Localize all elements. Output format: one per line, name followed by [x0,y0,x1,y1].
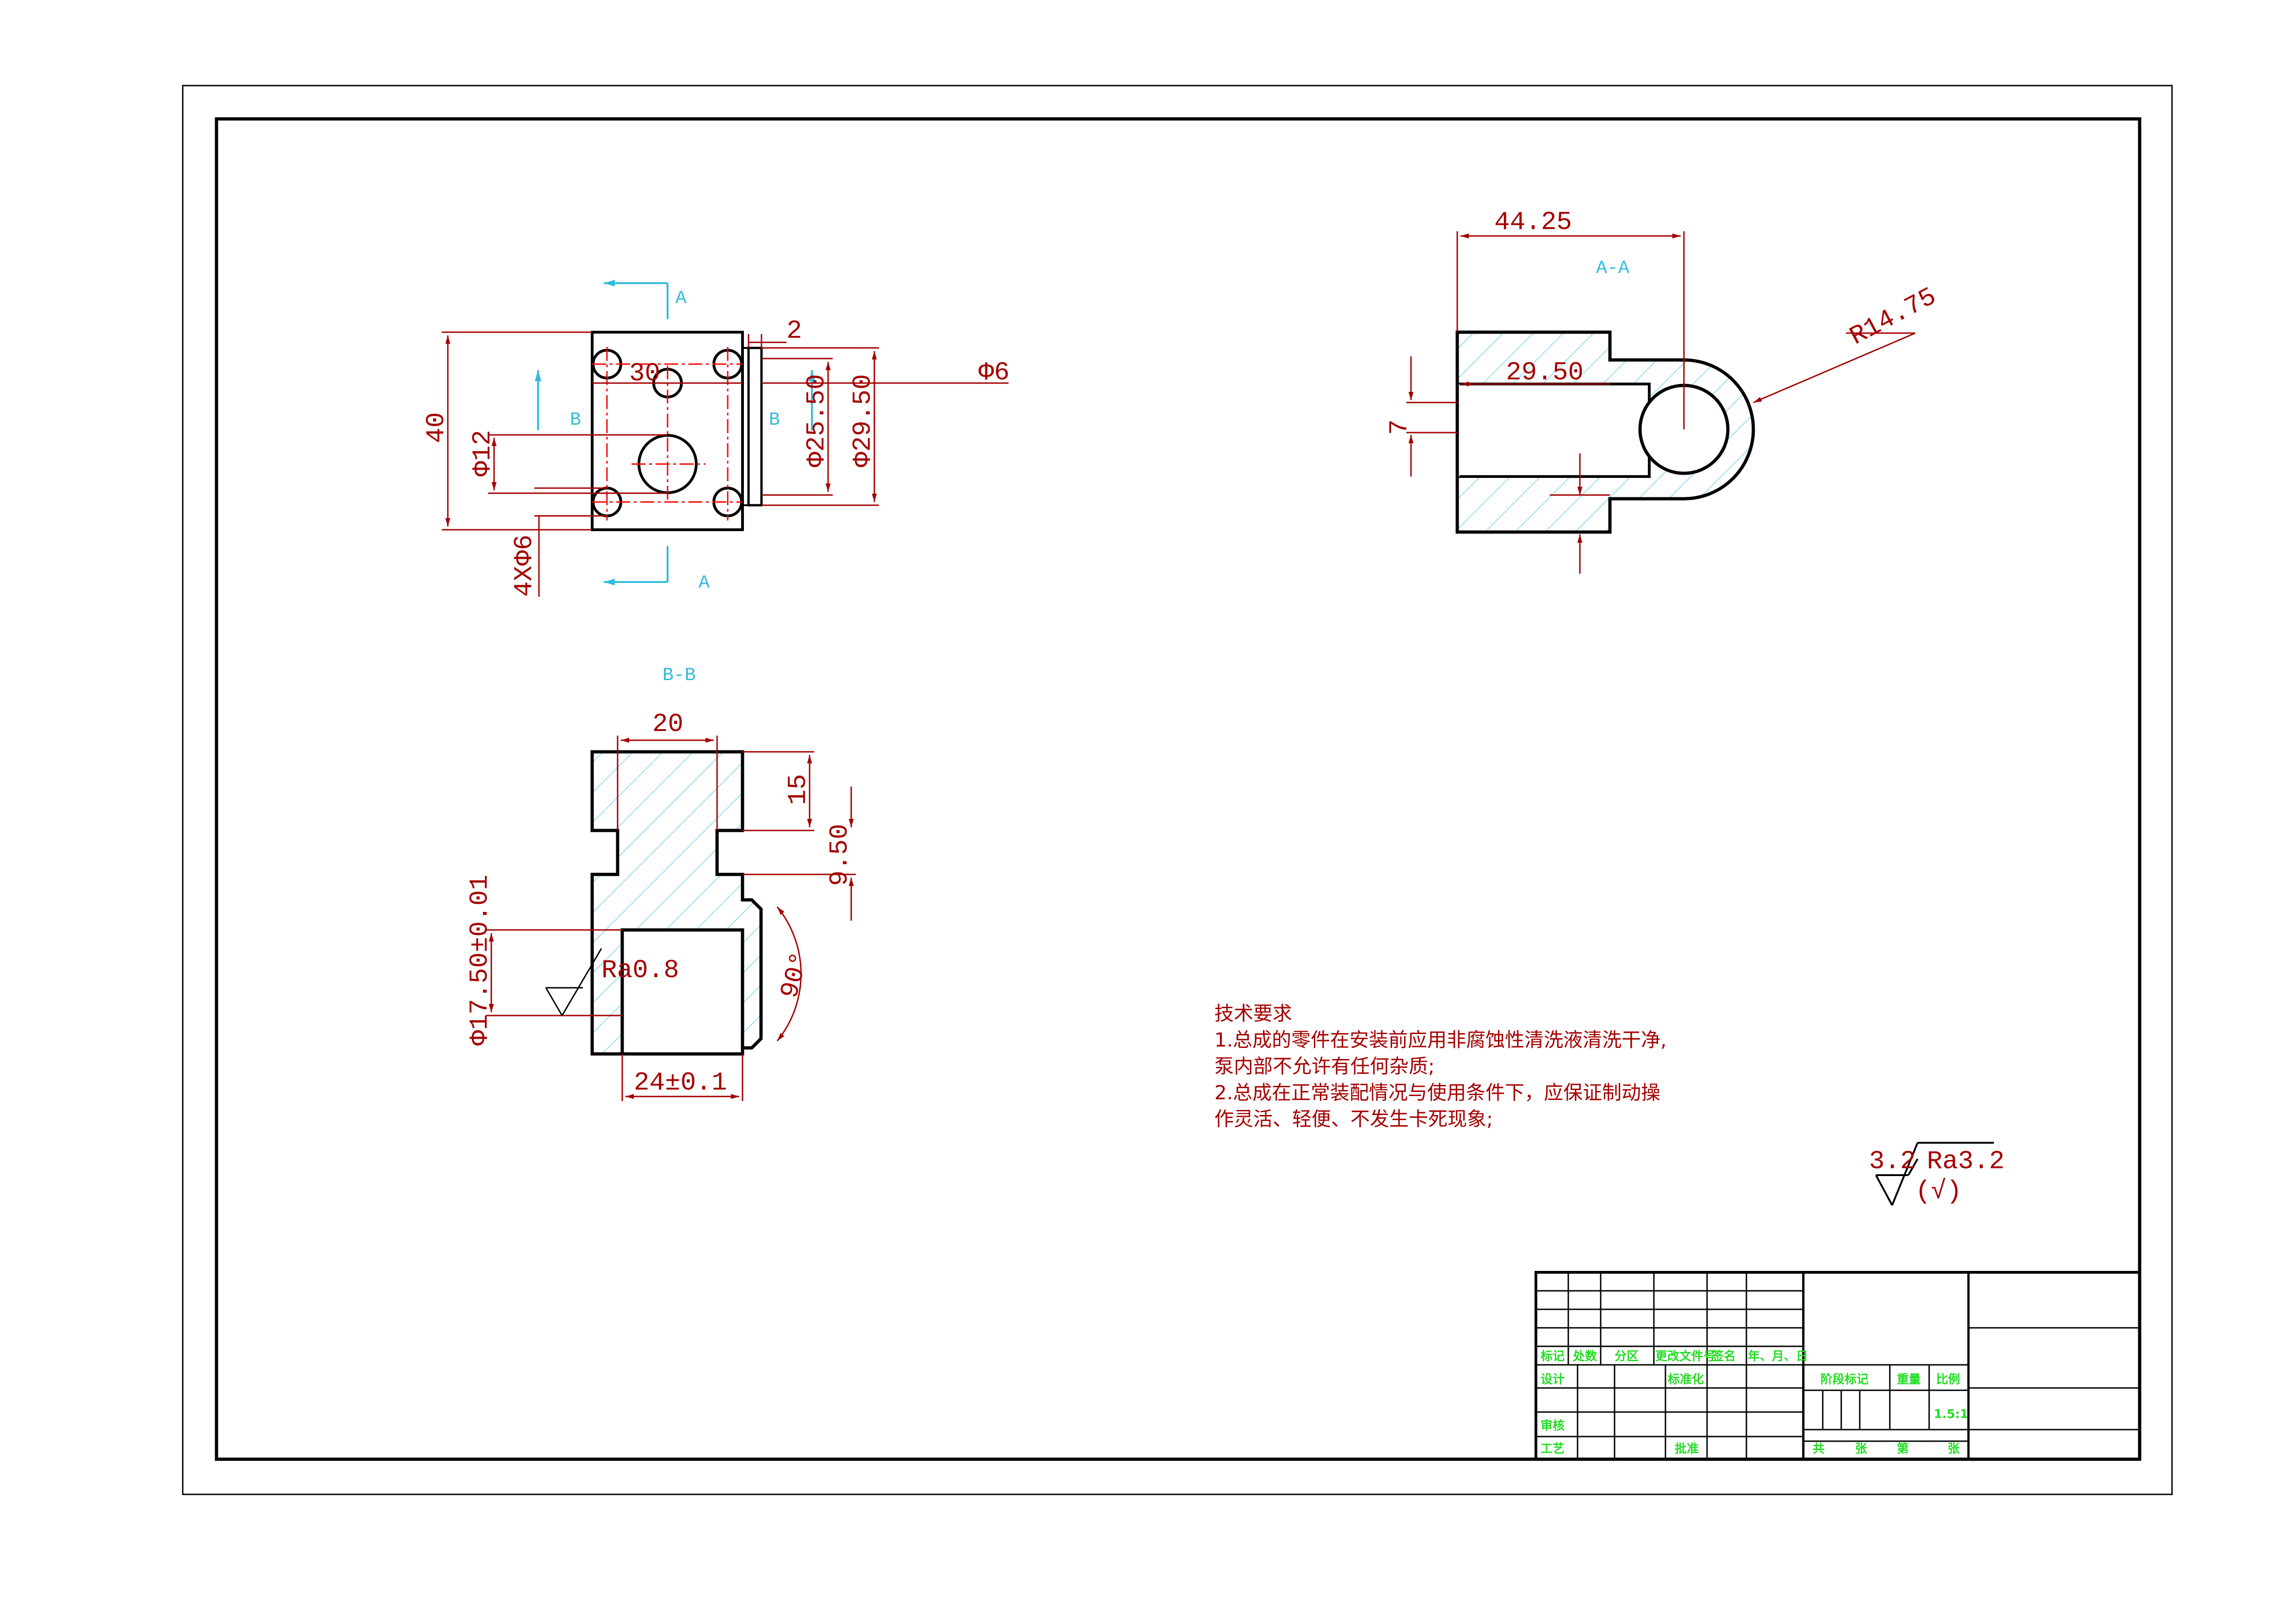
section-mark-a-bottom: A [699,573,710,594]
tech-heading: 技术要求 [1214,1002,1292,1025]
surface-finish-symbol: 3.2 Ra3.2 (√) [1869,1142,2005,1206]
tb-zone: 分区 [1615,1350,1639,1363]
dim-4xphi6: 4XΦ6 [509,535,539,597]
tb-scale-value: 1.5:1 [1934,1407,1968,1421]
tb-change-doc: 更改文件号 [1655,1349,1715,1363]
front-flange [747,347,763,507]
dim-phi25-50: Φ25.50 [802,374,831,467]
tb-stage-mark: 阶段标记 [1820,1372,1869,1387]
surface-finish-other: (√) [1915,1177,1962,1206]
tech-line-2: 泵内部不允许有任何杂质; [1214,1055,1435,1078]
section-bb: B-B [465,665,856,1101]
section-aa-slot [1457,383,1651,478]
tb-sheets-2: 张 [1948,1442,1960,1456]
dim-phi12: Φ12 [468,430,497,477]
dim-7: 7 [1385,419,1414,435]
section-aa: A-A 44.25 29.50 7 R14.75 [1385,207,1941,574]
tb-standardize: 标准化 [1668,1373,1704,1387]
tech-line-4: 作灵活、轻便、不发生卡死现象; [1214,1108,1493,1130]
section-mark-b-left: B [570,410,581,431]
title-block [1535,1271,2141,1461]
inner-frame [215,117,2141,1461]
tb-process: 工艺 [1541,1442,1565,1456]
dim-20: 20 [652,709,683,739]
dim-2: 2 [786,316,802,346]
section-mark-a-top: A [675,288,687,309]
tb-approve: 批准 [1675,1442,1699,1456]
technical-requirements: 技术要求 1.总成的零件在安装前应用非腐蚀性清洗液清洗干净, 泵内部不允许有任何… [1214,1002,1666,1130]
tb-weight: 重量 [1897,1373,1921,1387]
dim-30: 30 [629,359,660,388]
section-bb-bore [620,928,744,1056]
tech-line-3: 2.总成在正常装配情况与使用条件下，应保证制动操 [1214,1081,1660,1104]
tb-design: 设计 [1541,1373,1565,1387]
tb-total: 共 [1813,1442,1825,1456]
tb-date: 年、月、日 [1748,1349,1808,1363]
tb-sheets-1: 张 [1855,1442,1868,1456]
tech-line-1: 1.总成的零件在安装前应用非腐蚀性清洗液清洗干净, [1214,1028,1666,1051]
front-body [591,331,744,531]
surface-finish-right: Ra3.2 [1927,1146,2005,1176]
section-bb-title: B-B [662,665,696,686]
dim-90: 90° [775,948,816,1001]
outer-border [182,85,2173,1495]
dim-15: 15 [783,774,813,805]
dim-phi29-50: Φ29.50 [848,374,878,467]
dim-24: 24±0.1 [634,1068,727,1097]
dim-29-50: 29.50 [1506,358,1584,387]
dim-44-25: 44.25 [1494,207,1572,237]
tb-number: 第 [1897,1442,1909,1456]
surface-finish-left: 3.2 [1869,1146,1916,1176]
dim-phi6: Φ6 [978,358,1009,387]
section-mark-b-right: B [769,410,780,431]
tb-signature: 签名 [1712,1349,1736,1363]
title-block-labels: 标记 处数 分区 更改文件号 签名 年、月、日 设计 标准化 阶段标记 重量 比… [1541,1349,1968,1456]
tb-count: 处数 [1572,1350,1597,1363]
section-aa-title: A-A [1596,258,1629,279]
roughness-ra0-8: Ra0.8 [601,955,679,985]
tb-scale: 比例 [1936,1373,1960,1387]
tb-review: 审核 [1541,1419,1565,1433]
dim-phi17-50: Φ17.50±0.01 [465,874,495,1046]
dim-40: 40 [421,412,451,443]
dim-9-50: 9.50 [825,824,854,886]
dim-r14-75: R14.75 [1845,282,1941,352]
front-view: A A B B [421,279,1009,597]
tb-mark: 标记 [1541,1350,1565,1363]
